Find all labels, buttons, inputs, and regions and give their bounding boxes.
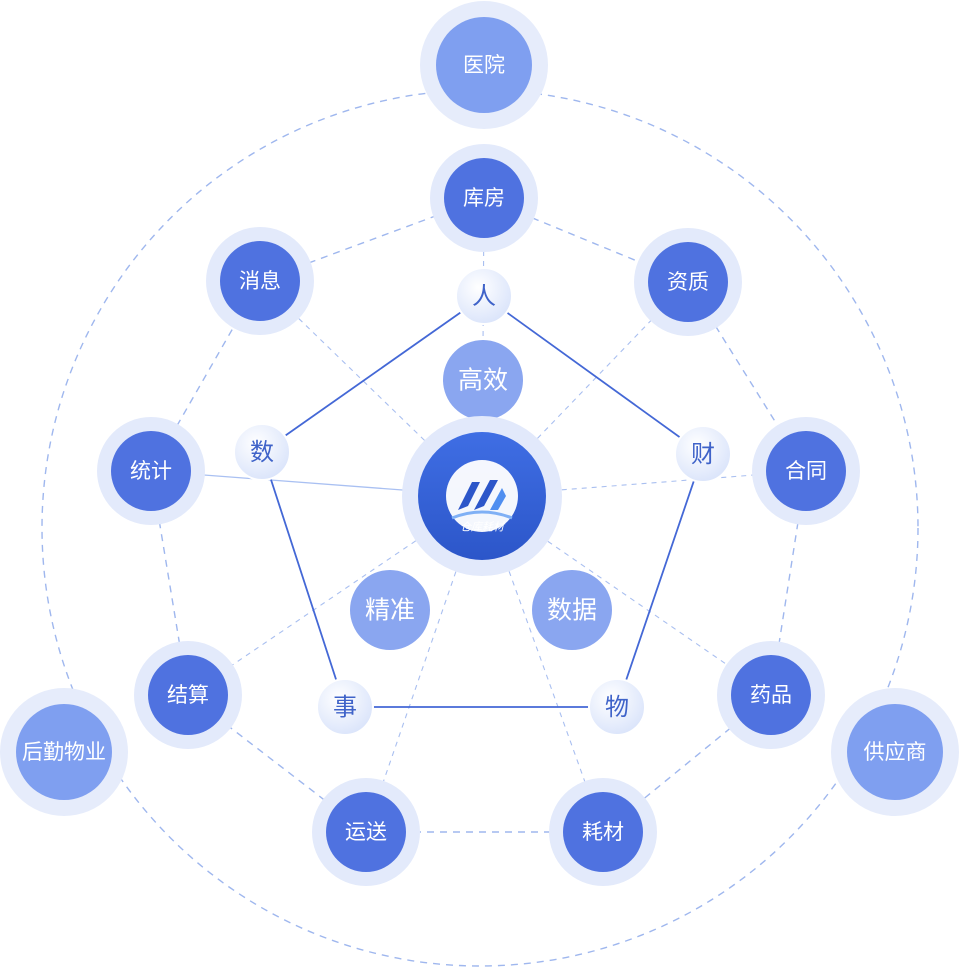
spoke-medicine xyxy=(481,495,772,696)
feature-efficient-label: 高效 xyxy=(458,366,508,395)
node-transport-label: 运送 xyxy=(345,820,387,844)
node-logistics: 后勤物业 xyxy=(0,688,128,816)
center-hub: 仓库耗材 xyxy=(402,416,562,576)
node-contract-label: 合同 xyxy=(785,459,827,483)
outer-dashed-circle xyxy=(41,89,919,967)
node-supplier-label: 供应商 xyxy=(864,740,927,764)
node-data-label: 数 xyxy=(250,438,274,466)
feature-precise: 精准 xyxy=(350,570,430,650)
node-affairs-label: 事 xyxy=(333,693,357,721)
node-people-label: 人 xyxy=(472,282,496,310)
node-settlement-label: 结算 xyxy=(167,683,209,707)
link-medicine-consumables xyxy=(602,694,772,833)
node-data: 数 xyxy=(233,423,291,481)
center-logo-text: 仓库耗材 xyxy=(460,521,506,534)
node-finance-label: 财 xyxy=(691,440,715,468)
feature-data-label: 数据 xyxy=(547,596,597,625)
feature-data: 数据 xyxy=(532,570,612,650)
node-transport: 运送 xyxy=(312,778,420,886)
center-logo-icon xyxy=(451,480,513,520)
feature-precise-label: 精准 xyxy=(365,596,415,625)
pentagon-outline xyxy=(260,294,705,708)
node-medicine-label: 药品 xyxy=(750,683,792,707)
node-warehouse: 库房 xyxy=(430,144,538,252)
node-finance: 财 xyxy=(674,425,732,483)
node-affairs: 事 xyxy=(316,678,374,736)
node-consumables-label: 耗材 xyxy=(582,820,624,844)
node-logistics-label: 后勤物业 xyxy=(22,740,106,764)
feature-efficient: 高效 xyxy=(443,340,523,420)
node-statistics-label: 统计 xyxy=(130,459,172,483)
node-statistics: 统计 xyxy=(97,417,205,525)
node-supplier: 供应商 xyxy=(831,688,959,816)
node-goods: 物 xyxy=(588,678,646,736)
node-message-label: 消息 xyxy=(239,269,281,293)
node-hospital: 医院 xyxy=(420,1,548,129)
node-qualification-label: 资质 xyxy=(667,270,709,294)
node-medicine: 药品 xyxy=(717,641,825,749)
node-goods-label: 物 xyxy=(605,693,629,721)
node-people: 人 xyxy=(455,267,513,325)
node-qualification: 资质 xyxy=(634,228,742,336)
node-hospital-label: 医院 xyxy=(463,53,505,77)
node-warehouse-label: 库房 xyxy=(463,186,505,210)
node-message: 消息 xyxy=(206,227,314,335)
node-consumables: 耗材 xyxy=(549,778,657,886)
node-settlement: 结算 xyxy=(134,641,242,749)
node-contract: 合同 xyxy=(752,417,860,525)
